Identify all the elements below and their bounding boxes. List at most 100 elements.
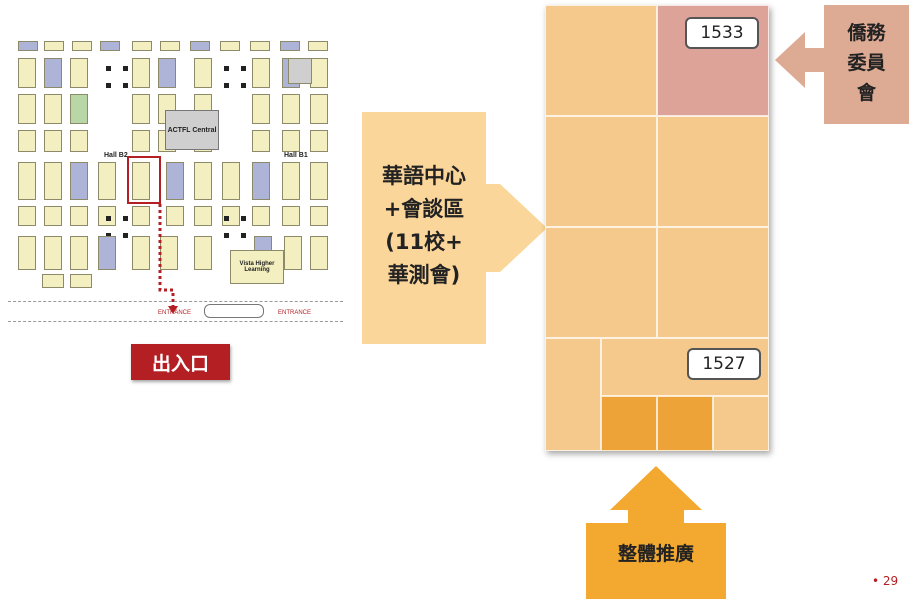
map-booth (252, 162, 270, 200)
promotion-booth-cell (601, 396, 657, 451)
map-booth (44, 162, 62, 200)
overseas-committee-arrow (775, 5, 909, 124)
booth-cell (657, 227, 769, 338)
center-label-line-1: 華語中心 (382, 164, 466, 188)
map-pillar (220, 212, 250, 242)
chinese-center-arrow (362, 112, 547, 344)
center-label-line-3: (11校+ (385, 230, 463, 254)
map-booth (98, 162, 116, 200)
map-booth (132, 58, 150, 88)
map-booth (280, 41, 300, 51)
map-booth (70, 274, 92, 288)
map-booth (190, 41, 210, 51)
map-booth (70, 130, 88, 152)
map-booth (160, 41, 180, 51)
map-booth (310, 58, 328, 88)
map-booth (44, 58, 62, 88)
map-booth (194, 236, 212, 270)
entrance-label-right: ENTRANCE (278, 310, 312, 316)
map-booth (282, 94, 300, 124)
map-booth (18, 130, 36, 152)
overseas-committee-label: 僑務 委員 會 (824, 18, 909, 108)
map-booth (310, 206, 328, 226)
map-booth (252, 130, 270, 152)
overseas-label-line-2: 委員 (847, 52, 886, 74)
map-booth (310, 236, 328, 270)
map-booth (310, 162, 328, 200)
map-booth (252, 94, 270, 124)
map-booth (18, 41, 38, 51)
map-booth (194, 206, 212, 226)
map-booth (288, 58, 312, 84)
map-booth (284, 236, 302, 270)
map-booth (132, 162, 150, 200)
booth-cell (545, 5, 657, 116)
overseas-label-line-1: 僑務 (847, 22, 886, 44)
center-label-line-4: 華測會) (387, 263, 461, 287)
map-booth (98, 236, 116, 270)
map-booth (132, 94, 150, 124)
map-booth (18, 162, 36, 200)
map-booth (252, 58, 270, 88)
chinese-center-label: 華語中心 +會談區 (11校+ 華測會) (362, 160, 486, 292)
map-booth (194, 162, 212, 200)
map-booth (18, 58, 36, 88)
map-pillar (102, 212, 132, 242)
entrance-doors (204, 304, 264, 318)
map-booth (42, 274, 64, 288)
map-booth (310, 130, 328, 152)
map-booth (70, 94, 88, 124)
floor-map: ACTFL Central Hall B2 Hall B1 Vista High… (8, 38, 343, 338)
map-booth (132, 206, 150, 226)
map-booth (252, 206, 270, 226)
map-booth (44, 130, 62, 152)
map-booth (222, 206, 240, 226)
booth-cell (545, 338, 601, 451)
overseas-label-line-3: 會 (856, 82, 876, 104)
booth-cell (545, 227, 657, 338)
vista-higher-learning-booth: Vista Higher Learning (230, 250, 284, 284)
map-booth (282, 206, 300, 226)
map-booth (308, 41, 328, 51)
map-booth (70, 162, 88, 200)
hall-b1-label: Hall B1 (284, 152, 308, 159)
map-booth (100, 41, 120, 51)
map-booth (132, 130, 150, 152)
highlighted-booth-marker (127, 156, 161, 204)
booth-cell (545, 116, 657, 227)
path-to-entrance (158, 204, 178, 314)
map-booth (132, 236, 150, 270)
page-number: • 29 (872, 574, 899, 588)
map-booth (166, 162, 184, 200)
map-booth (166, 206, 184, 226)
map-booth (18, 236, 36, 270)
map-booth (18, 206, 36, 226)
booth-layout-panel: 1533 1527 (545, 5, 769, 451)
map-booth (44, 94, 62, 124)
overall-promotion-arrow (586, 466, 726, 599)
hall-b2-label: Hall B2 (104, 152, 128, 159)
map-pillar (102, 62, 132, 92)
entrance-line-lower (8, 321, 343, 323)
map-booth (250, 41, 270, 51)
booth-number-1527: 1527 (687, 348, 761, 380)
entrance-line (8, 301, 343, 303)
map-booth (72, 41, 92, 51)
actfl-central-booth: ACTFL Central (165, 110, 219, 150)
map-booth (282, 162, 300, 200)
center-label-line-2: +會談區 (383, 197, 465, 221)
booth-cell (657, 116, 769, 227)
map-booth (70, 236, 88, 270)
booth-number-1533: 1533 (685, 17, 759, 49)
map-booth (220, 41, 240, 51)
map-booth (222, 162, 240, 200)
map-booth (158, 58, 176, 88)
map-booth (44, 206, 62, 226)
exit-label: 出入口 (131, 344, 230, 380)
booth-cell (713, 396, 769, 451)
map-booth (44, 236, 62, 270)
booth-cell (601, 338, 769, 396)
map-booth (132, 41, 152, 51)
map-booth (18, 94, 36, 124)
overall-promotion-label: 整體推廣 (617, 543, 694, 565)
